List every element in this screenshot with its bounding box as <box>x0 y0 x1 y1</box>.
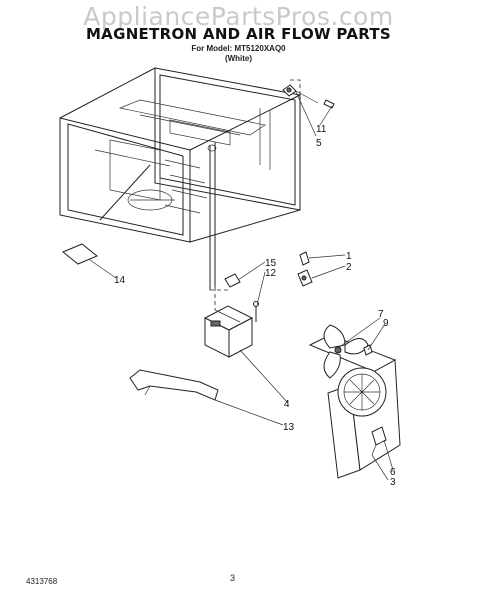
part-magnetron <box>203 305 254 358</box>
part-fuse <box>297 251 313 287</box>
leader-lines <box>89 91 394 481</box>
watermark: AppliancePartsPros.com <box>83 2 394 31</box>
callout-1: 1 <box>346 251 352 262</box>
callout-6: 6 <box>390 467 396 478</box>
callout-5: 5 <box>316 138 322 149</box>
callout-11: 11 <box>316 124 327 135</box>
callout-7: 7 <box>378 309 384 320</box>
part-small-block <box>224 273 241 288</box>
part-fan-assembly <box>308 324 401 479</box>
callout-12: 12 <box>265 268 277 279</box>
doc-number: 4313768 <box>26 577 58 586</box>
callout-14: 14 <box>114 275 126 286</box>
callout-13: 13 <box>283 422 295 433</box>
part-thermal-sensor <box>282 84 335 109</box>
page-number: 3 <box>230 573 236 583</box>
color-line: (White) <box>224 54 253 63</box>
part-air-duct <box>129 369 219 401</box>
cavity-frame <box>59 67 301 290</box>
callout-4: 4 <box>284 399 290 410</box>
callout-9: 9 <box>383 318 389 329</box>
callout-3: 3 <box>390 477 396 488</box>
callout-15: 15 <box>265 258 277 269</box>
page-title: MAGNETRON AND AIR FLOW PARTS <box>85 25 392 43</box>
part-cover-plate <box>62 243 98 265</box>
callout-2: 2 <box>346 262 352 273</box>
model-line: For Model: MT5120XAQ0 <box>191 44 286 53</box>
part-screw <box>253 301 259 322</box>
